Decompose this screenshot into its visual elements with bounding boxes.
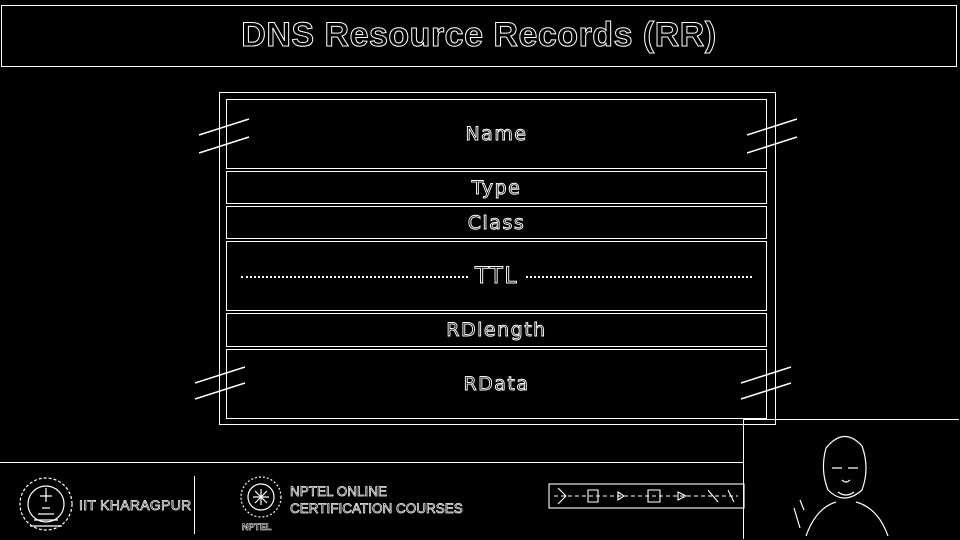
break-mark-rdata-left-1 (194, 366, 246, 384)
title-bar: DNS Resource Records (RR) (1, 5, 957, 67)
nptel-logo-text: NPTEL (242, 522, 272, 533)
break-mark-name-left-1 (198, 118, 250, 136)
slide-title: DNS Resource Records (RR) (241, 16, 717, 55)
nptel-logo-icon (240, 476, 282, 518)
field-rdlength: RDlength (226, 313, 767, 347)
rr-diagram-frame (219, 92, 776, 425)
nptel-title-line2: CERTIFICATION COURSES (290, 501, 463, 517)
footer-separator (194, 476, 195, 534)
field-type: Type (226, 171, 767, 204)
break-mark-rdata-right-1 (740, 366, 792, 384)
field-ttl: TTL (226, 241, 767, 311)
field-name: Name (226, 99, 767, 169)
field-type-label: Type (471, 176, 522, 199)
course-strip-graphic (548, 483, 745, 509)
break-mark-rdata-left-2 (194, 382, 246, 400)
break-mark-name-left-2 (198, 136, 250, 154)
break-mark-rdata-right-2 (740, 382, 792, 400)
break-mark-name-right-2 (746, 136, 798, 154)
presenter-video-frame (743, 419, 959, 539)
break-mark-name-right-1 (746, 118, 798, 136)
field-rdlength-label: RDlength (446, 319, 547, 342)
iit-kharagpur-logo-icon (19, 477, 73, 531)
field-class: Class (226, 206, 767, 239)
field-class-label: Class (467, 211, 526, 234)
field-rdata: RData (226, 349, 767, 419)
presenter-outline-image (793, 435, 889, 537)
footer-divider (0, 462, 744, 463)
nptel-title-line1: NPTEL ONLINE (290, 484, 388, 500)
field-rdata-label: RData (463, 373, 530, 396)
institute-name: IIT KHARAGPUR (79, 497, 192, 514)
field-ttl-label: TTL (468, 263, 525, 289)
field-name-label: Name (465, 123, 528, 146)
